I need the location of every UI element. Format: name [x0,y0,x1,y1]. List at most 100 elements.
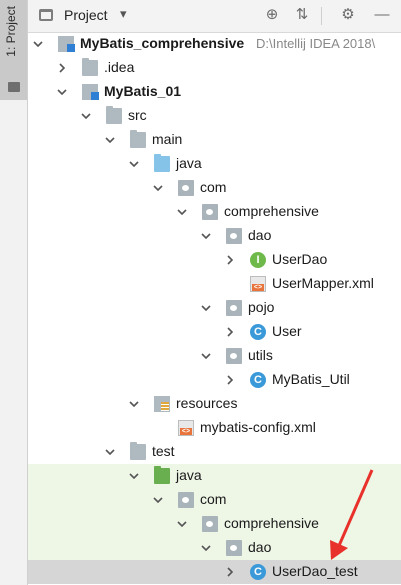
tree-label: com [200,491,227,507]
tree-label: .idea [104,59,135,75]
source-folder-icon [154,154,170,172]
chevron-right-icon[interactable] [224,254,236,266]
interface-icon: I [250,252,266,268]
chevron-down-icon[interactable] [104,446,116,458]
project-toolbar: Project ▾ ⊕ ⇅ ⚙ — [28,0,401,33]
view-selector-title[interactable]: Project [64,7,108,23]
tree-row-java-main[interactable]: java [28,152,401,176]
package-icon [226,540,242,556]
chevron-down-icon[interactable] [152,494,164,506]
tree-label: java [176,155,202,171]
tree-row-mybatis-config[interactable]: mybatis-config.xml [28,416,401,440]
chevron-down-icon[interactable] [152,182,164,194]
module-icon [58,36,75,52]
tree-row-usermapper[interactable]: UserMapper.xml [28,272,401,296]
tree-row-pojo[interactable]: pojo [28,296,401,320]
chevron-down-icon[interactable] [200,350,212,362]
package-icon [202,204,218,220]
tree-label: src [128,107,147,123]
folder-icon [130,442,146,460]
tree-row-test[interactable]: test [28,440,401,464]
package-icon [226,348,242,364]
tree-row-resources[interactable]: resources [28,392,401,416]
package-icon [226,300,242,316]
tree-row-comprehensive-main[interactable]: comprehensive [28,200,401,224]
tree-label: UserDao_test [272,563,358,579]
chevron-right-icon[interactable] [224,374,236,386]
toolbar-divider [321,7,322,25]
locate-icon[interactable]: ⊕ [265,6,279,23]
collapse-all-icon[interactable]: ⇅ [295,6,309,23]
chevron-down-icon[interactable] [200,230,212,242]
package-icon [226,228,242,244]
package-icon [178,492,194,508]
tree-label: pojo [248,299,275,315]
resources-folder-icon [154,396,170,412]
test-class-icon: C [250,564,266,580]
tree-label: comprehensive [224,203,319,219]
tree-label: MyBatis_Util [272,371,350,387]
project-path: D:\Intellij IDEA 2018\ [256,36,376,51]
chevron-down-icon[interactable] [128,398,140,410]
tree-row-java-test[interactable]: java [28,464,401,488]
hide-icon[interactable]: — [374,6,390,23]
tree-label: com [200,179,227,195]
tree-row-mybatis-util[interactable]: C MyBatis_Util [28,368,401,392]
xml-file-icon [250,276,266,292]
chevron-down-icon[interactable] [80,110,92,122]
tree-label: UserMapper.xml [272,275,374,291]
chevron-right-icon[interactable] [56,62,68,74]
tree-row-main[interactable]: main [28,128,401,152]
project-tree[interactable]: MyBatis_comprehensive D:\Intellij IDEA 2… [28,32,401,585]
chevron-down-icon[interactable] [176,518,188,530]
tree-label: MyBatis_comprehensive [80,35,245,51]
tree-row-user[interactable]: C User [28,320,401,344]
tree-label: dao [248,227,272,243]
tree-label: test [152,443,175,459]
chevron-down-icon[interactable] [32,38,44,50]
module-icon [82,84,99,100]
chevron-down-icon[interactable] [176,206,188,218]
chevron-right-icon[interactable] [224,566,236,578]
tree-label: comprehensive [224,515,319,531]
tree-row-utils[interactable]: utils [28,344,401,368]
chevron-down-icon[interactable] [56,86,68,98]
test-source-folder-icon [154,466,170,484]
tree-row-userdao-test[interactable]: C UserDao_test [28,560,401,584]
folder-icon [8,82,20,92]
tree-row-com-main[interactable]: com [28,176,401,200]
tree-label: dao [248,539,272,555]
chevron-down-icon[interactable] [128,470,140,482]
tool-window-strip: 1: Project [0,0,28,585]
tree-row-userdao[interactable]: I UserDao [28,248,401,272]
package-icon [202,516,218,532]
tree-label: MyBatis_01 [104,83,182,99]
tree-row-root[interactable]: MyBatis_comprehensive D:\Intellij IDEA 2… [28,32,401,56]
tree-label: resources [176,395,238,411]
chevron-down-icon[interactable] [128,158,140,170]
tree-row-com-test[interactable]: com [28,488,401,512]
chevron-down-icon[interactable] [200,542,212,554]
folder-icon [130,130,146,148]
chevron-right-icon[interactable] [224,326,236,338]
tree-label: utils [248,347,273,363]
folder-icon [82,58,98,76]
tree-row-dao-test[interactable]: dao [28,536,401,560]
tree-label: mybatis-config.xml [200,419,316,435]
tree-row-module[interactable]: MyBatis_01 [28,80,401,104]
tree-row-dao-main[interactable]: dao [28,224,401,248]
project-view-icon [39,9,53,21]
chevron-down-icon[interactable]: ▾ [120,6,127,21]
tree-row-src[interactable]: src [28,104,401,128]
class-icon: C [250,324,266,340]
xml-file-icon [178,420,194,436]
gear-icon[interactable]: ⚙ [341,6,355,23]
tree-label: main [152,131,183,147]
project-tool-tab[interactable]: 1: Project [0,0,27,100]
tree-row-idea[interactable]: .idea [28,56,401,80]
chevron-down-icon[interactable] [200,302,212,314]
class-icon: C [250,372,266,388]
chevron-down-icon[interactable] [104,134,116,146]
tree-label: java [176,467,202,483]
tree-row-comprehensive-test[interactable]: comprehensive [28,512,401,536]
